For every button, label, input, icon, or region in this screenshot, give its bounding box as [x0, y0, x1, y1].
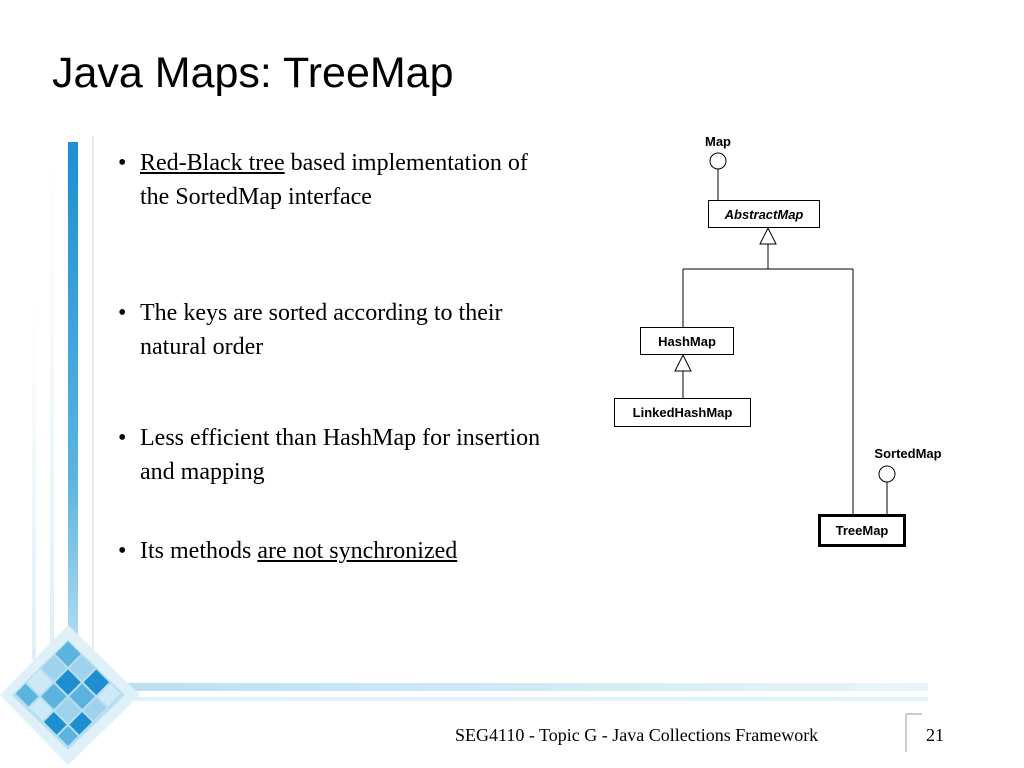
footer-course-title: SEG4110 - Topic G - Java Collections Fra… — [455, 725, 819, 745]
hashmap-inherit-arrow — [674, 353, 692, 372]
bullet-item: • The keys are sorted according to their… — [118, 296, 560, 364]
linkedhashmap-class-box: LinkedHashMap — [614, 398, 751, 427]
left-stripe-faint — [50, 160, 54, 660]
bullet-dot: • — [118, 425, 127, 451]
bullet-item: • Red-Black tree based implementation of… — [118, 146, 560, 214]
map-interface-circle — [709, 152, 727, 170]
treemap-class-box: TreeMap — [818, 514, 906, 547]
bullet-item: • Its methods are not synchronized — [118, 534, 560, 568]
bullet-dot: • — [118, 538, 127, 564]
bullet-text: based implementation of the SortedMap in… — [140, 150, 528, 210]
hashmap-class-box: HashMap — [640, 327, 734, 355]
bullet-item: • Less efficient than HashMap for insert… — [118, 421, 560, 489]
map-interface-label: Map — [705, 134, 731, 149]
abstractmap-class-box: AbstractMap — [708, 200, 820, 228]
underlined-text: Red-Black tree — [140, 150, 285, 176]
bullet-dot: • — [118, 150, 127, 176]
bullet-text: Its methods — [140, 538, 258, 564]
underlined-text: are not synchronized — [257, 538, 458, 564]
slide-title: Java Maps: TreeMap — [52, 49, 454, 97]
bullet-text: Less efficient than HashMap for insertio… — [140, 425, 541, 485]
bullet-dot: • — [118, 300, 127, 326]
left-stripe-faint — [32, 300, 36, 660]
bullet-text: The keys are sorted according to their n… — [140, 300, 503, 360]
page-number: 21 — [926, 725, 944, 745]
abstractmap-inherit-arrow — [759, 226, 777, 245]
left-vertical-bar — [68, 142, 78, 702]
uml-connectors — [674, 152, 896, 516]
sortedmap-interface-circle — [878, 465, 896, 483]
bottom-bar — [90, 683, 928, 691]
mosaic-logo — [0, 625, 140, 765]
bottom-bar-thin — [90, 697, 928, 701]
sortedmap-interface-label: SortedMap — [874, 446, 942, 461]
